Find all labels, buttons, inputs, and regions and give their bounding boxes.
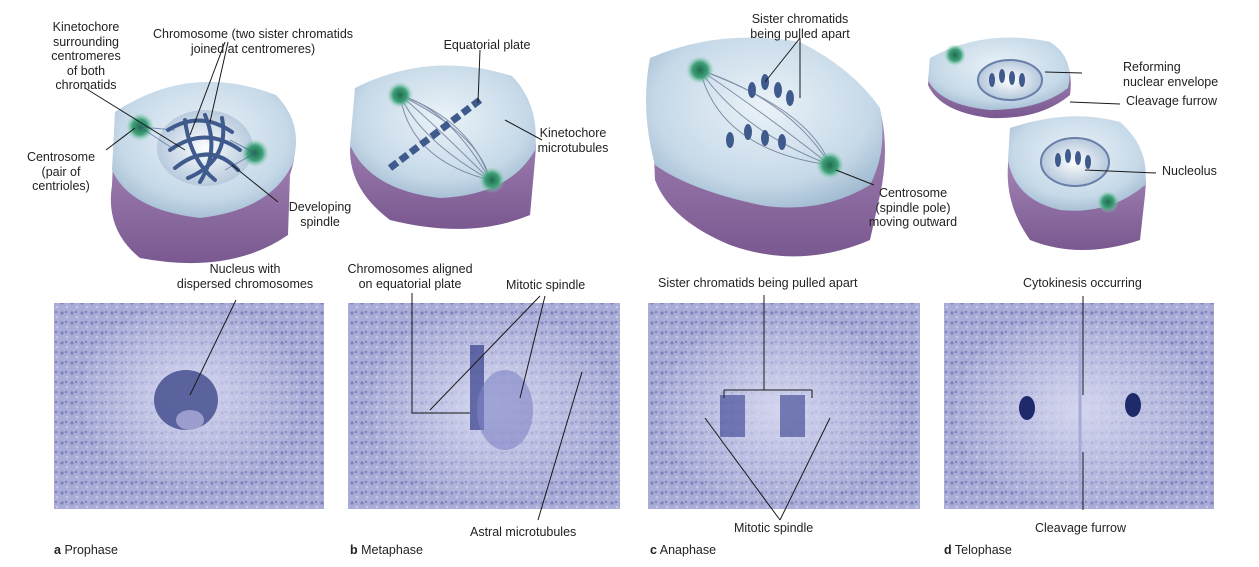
label-mitotic-spindle-c: Mitotic spindle: [734, 521, 813, 536]
caption-letter: d: [944, 543, 952, 557]
cell-c-centrosome-right: [816, 151, 844, 179]
label-cleavage-furrow-top: Cleavage furrow: [1126, 94, 1217, 109]
label-centrosome-spindle-pole: Centrosome(spindle pole)moving outward: [858, 186, 968, 230]
caption-name: Telophase: [955, 543, 1012, 557]
label-mitotic-spindle-b: Mitotic spindle: [506, 278, 585, 293]
micrograph-prophase: [54, 303, 324, 509]
cell-b-centrosome-top: [387, 82, 413, 108]
cell-anaphase-illustration: [646, 38, 885, 257]
cell-metaphase-illustration: [350, 65, 536, 228]
micrograph-anaphase: [648, 303, 920, 509]
caption-telophase: d Telophase: [944, 543, 1012, 557]
caption-name: Metaphase: [361, 543, 423, 557]
caption-letter: c: [650, 543, 657, 557]
label-nucleolus: Nucleolus: [1162, 164, 1217, 179]
label-astral-microtubules: Astral microtubules: [470, 525, 576, 540]
caption-letter: a: [54, 543, 61, 557]
caption-name: Anaphase: [660, 543, 716, 557]
caption-metaphase: b Metaphase: [350, 543, 423, 557]
caption-anaphase: c Anaphase: [650, 543, 716, 557]
micrograph-metaphase: [348, 303, 620, 509]
cell-b-centrosome-bottom: [479, 167, 505, 193]
label-sister-chromatids-bottom: Sister chromatids being pulled apart: [658, 276, 857, 291]
caption-name: Prophase: [64, 543, 118, 557]
caption-letter: b: [350, 543, 358, 557]
label-cytokinesis: Cytokinesis occurring: [1023, 276, 1142, 291]
cell-c-centrosome-left: [686, 56, 714, 84]
label-cleavage-furrow-bottom: Cleavage furrow: [1035, 521, 1126, 536]
cell-prophase-illustration: [111, 82, 296, 263]
caption-prophase: a Prophase: [54, 543, 118, 557]
micrograph-telophase: [944, 303, 1214, 509]
label-equatorial-plate: Equatorial plate: [423, 38, 551, 53]
